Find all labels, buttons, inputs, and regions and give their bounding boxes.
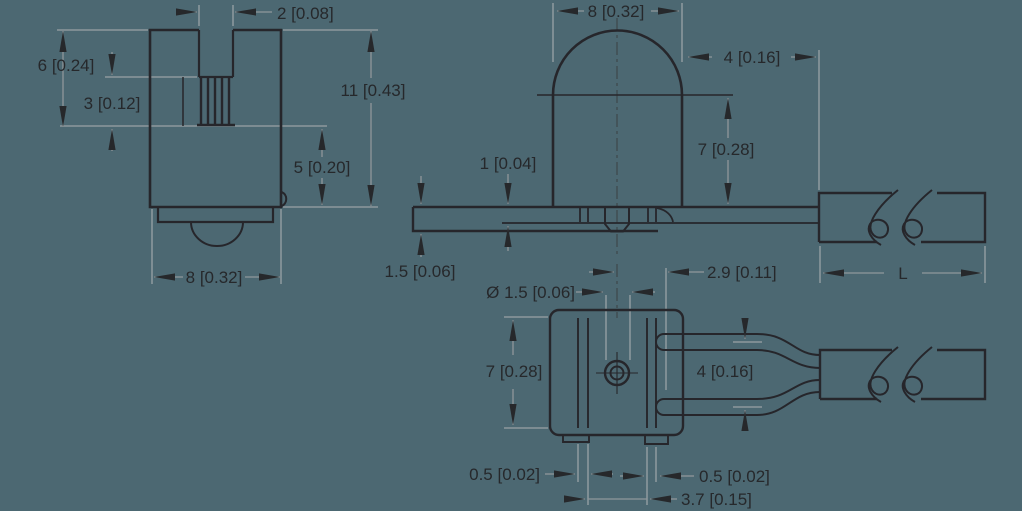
side-dome-arc: [190, 221, 244, 247]
top-view: 2.9 [0.11] Ø 1.5 [0.06] 7 [0.28] 4 [0.16…: [469, 263, 987, 509]
dim-front-dome-width: 8 [0.32]: [588, 2, 645, 21]
mounting-hole: [596, 352, 638, 394]
dim-top-slot-span: 3.7 [0.15]: [681, 490, 752, 509]
side-view: 2 [0.08] 6 [0.24] 3 [0.12] 11 [0.43] 5 […: [38, 4, 406, 287]
front-extension-lines: [552, 3, 986, 390]
dim-front-leadframe-thickness: 1 [0.04]: [480, 154, 537, 173]
front-keying-nub: [604, 207, 630, 233]
side-locating-bump: [280, 191, 288, 207]
dim-side-upper-depth: 6 [0.24]: [38, 56, 95, 75]
top-leads-wires: [655, 333, 821, 416]
dim-top-body-depth: 7 [0.28]: [486, 362, 543, 381]
top-extension-lines: [504, 295, 762, 505]
dim-top-slot-width-left: 0.5 [0.02]: [469, 465, 540, 484]
side-view-outline: [148, 28, 288, 247]
top-bottom-tabs: [562, 435, 669, 445]
front-flange-leadframe: [411, 205, 818, 233]
dim-front-lead-exit-length: 4 [0.16]: [724, 48, 781, 67]
dim-side-base-height: 5 [0.20]: [294, 158, 351, 177]
dim-side-overall-height: 11 [0.43]: [341, 81, 406, 100]
dim-side-body-width: 8 [0.32]: [186, 268, 243, 287]
dim-top-lead-offset: 2.9 [0.11]: [707, 263, 777, 282]
top-slots: [577, 318, 657, 428]
dim-top-slot-width-right: 0.5 [0.02]: [699, 467, 770, 486]
front-cable: [817, 189, 987, 246]
top-cable: [818, 346, 987, 403]
dim-top-hole-diameter: Ø 1.5 [0.06]: [486, 283, 575, 302]
front-view: 8 [0.32] 4 [0.16] 7 [0.28] 1 [0.04] 1.5 …: [385, 2, 987, 390]
top-view-outline: [548, 308, 685, 445]
knurl-hatching: [199, 78, 231, 124]
hole-crosshair: [596, 352, 638, 394]
dim-side-knurl-depth: 3 [0.12]: [84, 94, 141, 113]
dim-top-lead-spacing: 4 [0.16]: [697, 362, 754, 381]
led-dome-outline: [537, 29, 733, 207]
side-flange: [156, 207, 275, 224]
dim-front-cable-length: L: [898, 264, 907, 283]
dim-front-dome-height: 7 [0.28]: [698, 140, 755, 159]
dim-side-slot-width: 2 [0.08]: [277, 4, 334, 23]
dim-front-flange-thickness: 1.5 [0.06]: [385, 262, 456, 281]
